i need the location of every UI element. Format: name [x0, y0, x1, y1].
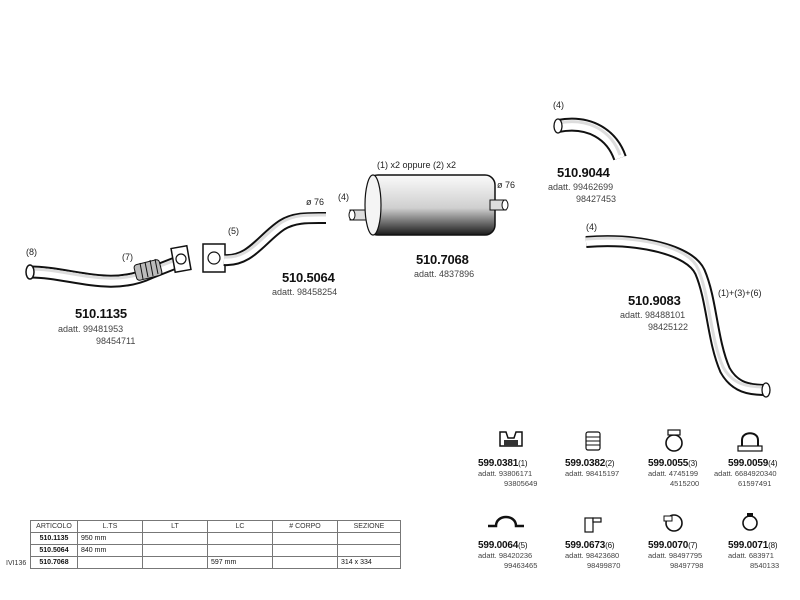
accessory-599-0064[interactable]: 599.0064(5) adatt. 98420236 99463465 [478, 540, 538, 570]
u-bolt-clamp-icon [737, 432, 763, 452]
table-cell: 314 x 334 [337, 556, 401, 569]
table-header: # CORPO [272, 520, 338, 533]
table-cell [207, 532, 273, 545]
table-cell: 510.1135 [30, 532, 78, 545]
tag-4-tailpipe: (4) [586, 222, 597, 232]
accessory-599-0071[interactable]: 599.0071(8) adatt. 683971 8540133 [728, 540, 780, 570]
part-alt-510-9044: adatt. 99462699 98427453 [548, 182, 617, 204]
pipe-510-9044[interactable] [553, 117, 627, 161]
table-cell: 510.7068 [30, 556, 78, 569]
table-cell [272, 532, 338, 545]
table-cell [207, 544, 273, 557]
tag-4-elbow: (4) [553, 100, 564, 110]
table-cell [337, 532, 401, 545]
table-cell: 510.5064 [30, 544, 78, 557]
spec-table: ARTICOLO L.TS LT LC # CORPO SEZIONE 510.… [30, 520, 401, 569]
part-alt-510-1135: adatt. 99481953 98454711 [58, 324, 136, 346]
accessory-599-0070[interactable]: 599.0070(7) adatt. 98497795 98497798 [648, 540, 704, 570]
part-code-510-1135[interactable]: 510.1135 [75, 306, 127, 321]
table-header: LT [142, 520, 208, 533]
part-code-510-9083[interactable]: 510.9083 [628, 293, 681, 308]
table-cell [142, 544, 208, 557]
pipe-510-5064[interactable] [202, 211, 327, 273]
table-header: LC [207, 520, 273, 533]
accessory-599-0381[interactable]: 599.0381(1) adatt. 93806171 93805649 [478, 458, 538, 488]
accessory-599-0382[interactable]: 599.0382(2) adatt. 98415197 [565, 458, 620, 478]
table-row[interactable]: 510.7068 597 mm 314 x 334 [30, 556, 401, 569]
part-alt-510-5064: adatt. 98458254 [272, 287, 338, 297]
tag-8: (8) [26, 247, 37, 257]
rubber-hanger-icon [499, 431, 523, 447]
diameter-label: ø 76 [306, 197, 325, 207]
qty-label: (1) x2 oppure (2) x2 [377, 160, 457, 170]
table-cell: 840 mm [77, 544, 143, 557]
table-cell [272, 544, 338, 557]
table-row[interactable]: 510.5064 840 mm [30, 544, 401, 557]
band-clamp-icon [663, 514, 683, 532]
bracket-icon [584, 517, 602, 533]
table-row[interactable]: 510.1135 950 mm [30, 532, 401, 545]
tag-5: (5) [228, 226, 239, 236]
table-cell [337, 544, 401, 557]
part-code-510-5064[interactable]: 510.5064 [282, 270, 335, 285]
pipe-510-9083[interactable] [585, 235, 771, 398]
table-cell: 597 mm [207, 556, 273, 569]
table-header: ARTICOLO [30, 520, 78, 533]
table-cell [142, 532, 208, 545]
table-cell [77, 556, 143, 569]
table-cell [272, 556, 338, 569]
accessory-599-0059[interactable]: 599.0059(4) adatt. 6684920340 61597491 [714, 458, 778, 488]
pipe-510-1135[interactable] [25, 244, 192, 288]
table-header: L.TS [77, 520, 143, 533]
accessory-599-0673[interactable]: 599.0673(6) adatt. 98423680 98499870 [565, 540, 621, 570]
rubber-mount-icon [585, 431, 601, 451]
accessory-599-0055[interactable]: 599.0055(3) adatt. 4745199 4515200 [648, 458, 700, 488]
ring-clamp-icon [742, 513, 758, 531]
table-cell: 950 mm [77, 532, 143, 545]
strap-bracket-icon [488, 515, 524, 528]
combo-label: (1)+(3)+(6) [718, 288, 762, 298]
table-header: SEZIONE [337, 520, 401, 533]
vehicle-label: IVI136 [6, 560, 27, 567]
table-cell [142, 556, 208, 569]
tag-4-silencer: (4) [338, 192, 349, 202]
silencer-510-7068[interactable] [348, 174, 509, 236]
part-alt-510-9083: adatt. 98488101 98425122 [620, 310, 689, 332]
part-alt-510-7068: adatt. 4837896 [414, 269, 475, 279]
part-code-510-9044[interactable]: 510.9044 [557, 165, 610, 180]
diameter-label-silencer: ø 76 [497, 180, 516, 190]
clamp-ring-icon [665, 429, 683, 452]
tag-7: (7) [122, 252, 133, 262]
table-header-row: ARTICOLO L.TS LT LC # CORPO SEZIONE [30, 520, 401, 533]
part-code-510-7068[interactable]: 510.7068 [416, 252, 469, 267]
